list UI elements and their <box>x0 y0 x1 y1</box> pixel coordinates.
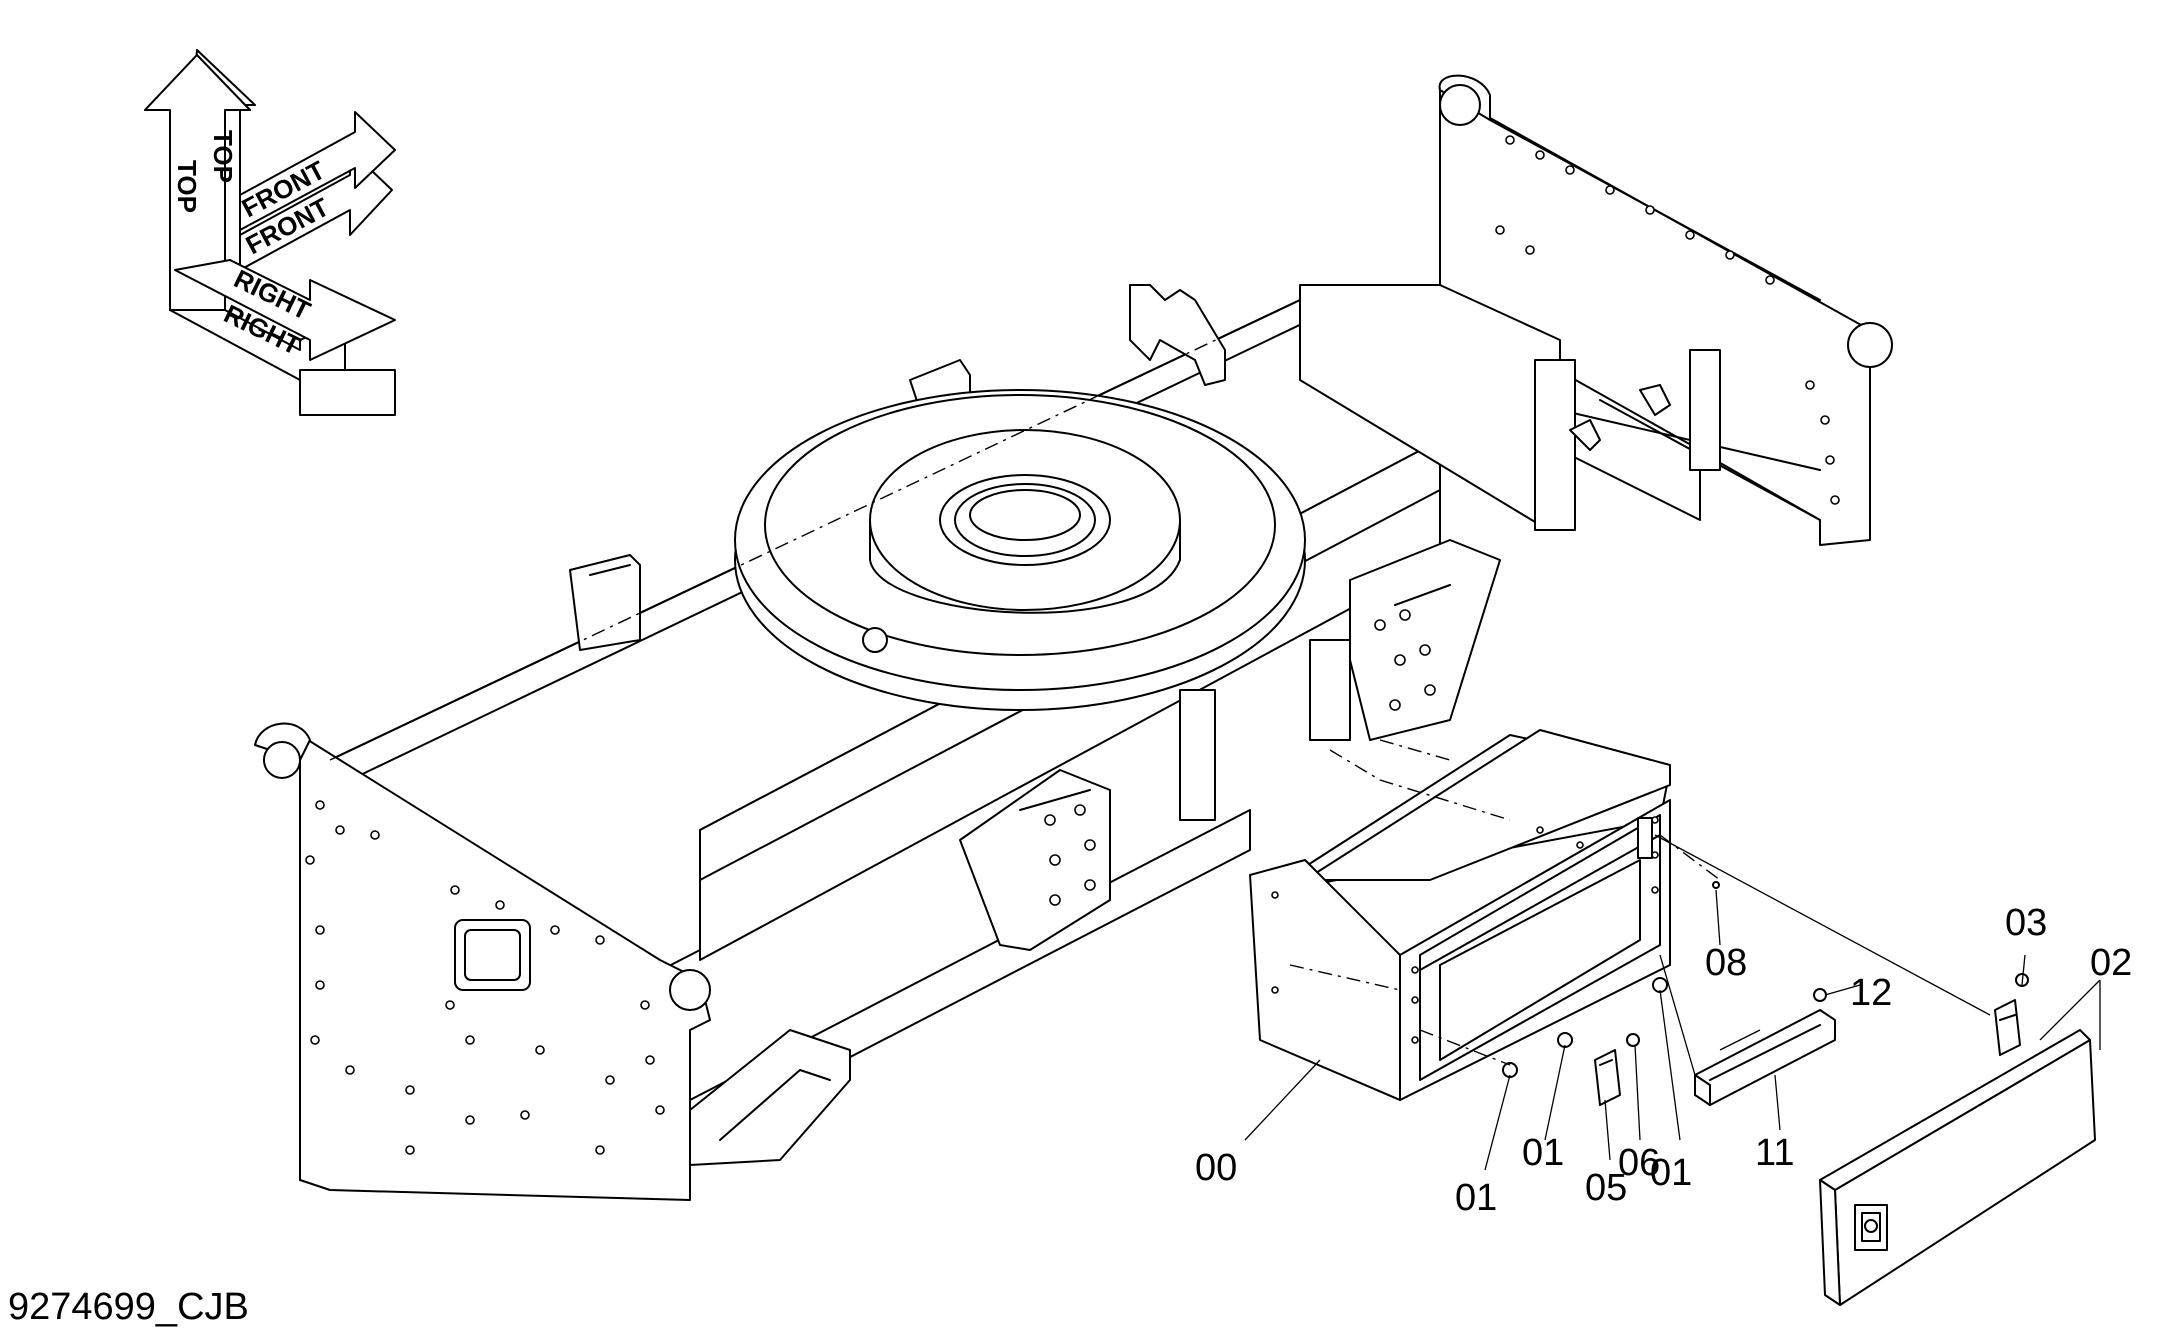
callout-05: 05 <box>1585 1167 1627 1209</box>
top-label: TOP <box>172 160 202 213</box>
callout-labels: 00 01 01 01 02 03 05 06 08 11 12 <box>1195 902 2132 1219</box>
orientation-indicator: TOP TOP FRONT FRONT RIGHT RIGHT <box>144 49 396 416</box>
small-parts <box>1502 881 2029 1106</box>
callout-leaders <box>1244 889 2101 1171</box>
callout-00: 00 <box>1195 1147 1237 1189</box>
callout-06: 06 <box>1618 1142 1660 1184</box>
callout-12: 12 <box>1850 972 1892 1014</box>
callout-03: 03 <box>2005 902 2047 944</box>
callout-01: 01 <box>1650 1152 1692 1194</box>
tool-box-door <box>1819 1029 2096 1306</box>
drawing-id: 9274699_CJB <box>8 1286 249 1328</box>
callout-11: 11 <box>1755 1132 1794 1174</box>
callout-01: 01 <box>1455 1177 1497 1219</box>
callout-08: 08 <box>1705 942 1747 984</box>
assembly-lines <box>329 299 1991 1076</box>
top-label-shadow: TOP <box>208 130 238 183</box>
callout-02: 02 <box>2090 942 2132 984</box>
tool-box <box>1249 729 1671 1101</box>
swing-bearing-ring <box>734 389 1306 711</box>
callout-01: 01 <box>1522 1132 1564 1174</box>
